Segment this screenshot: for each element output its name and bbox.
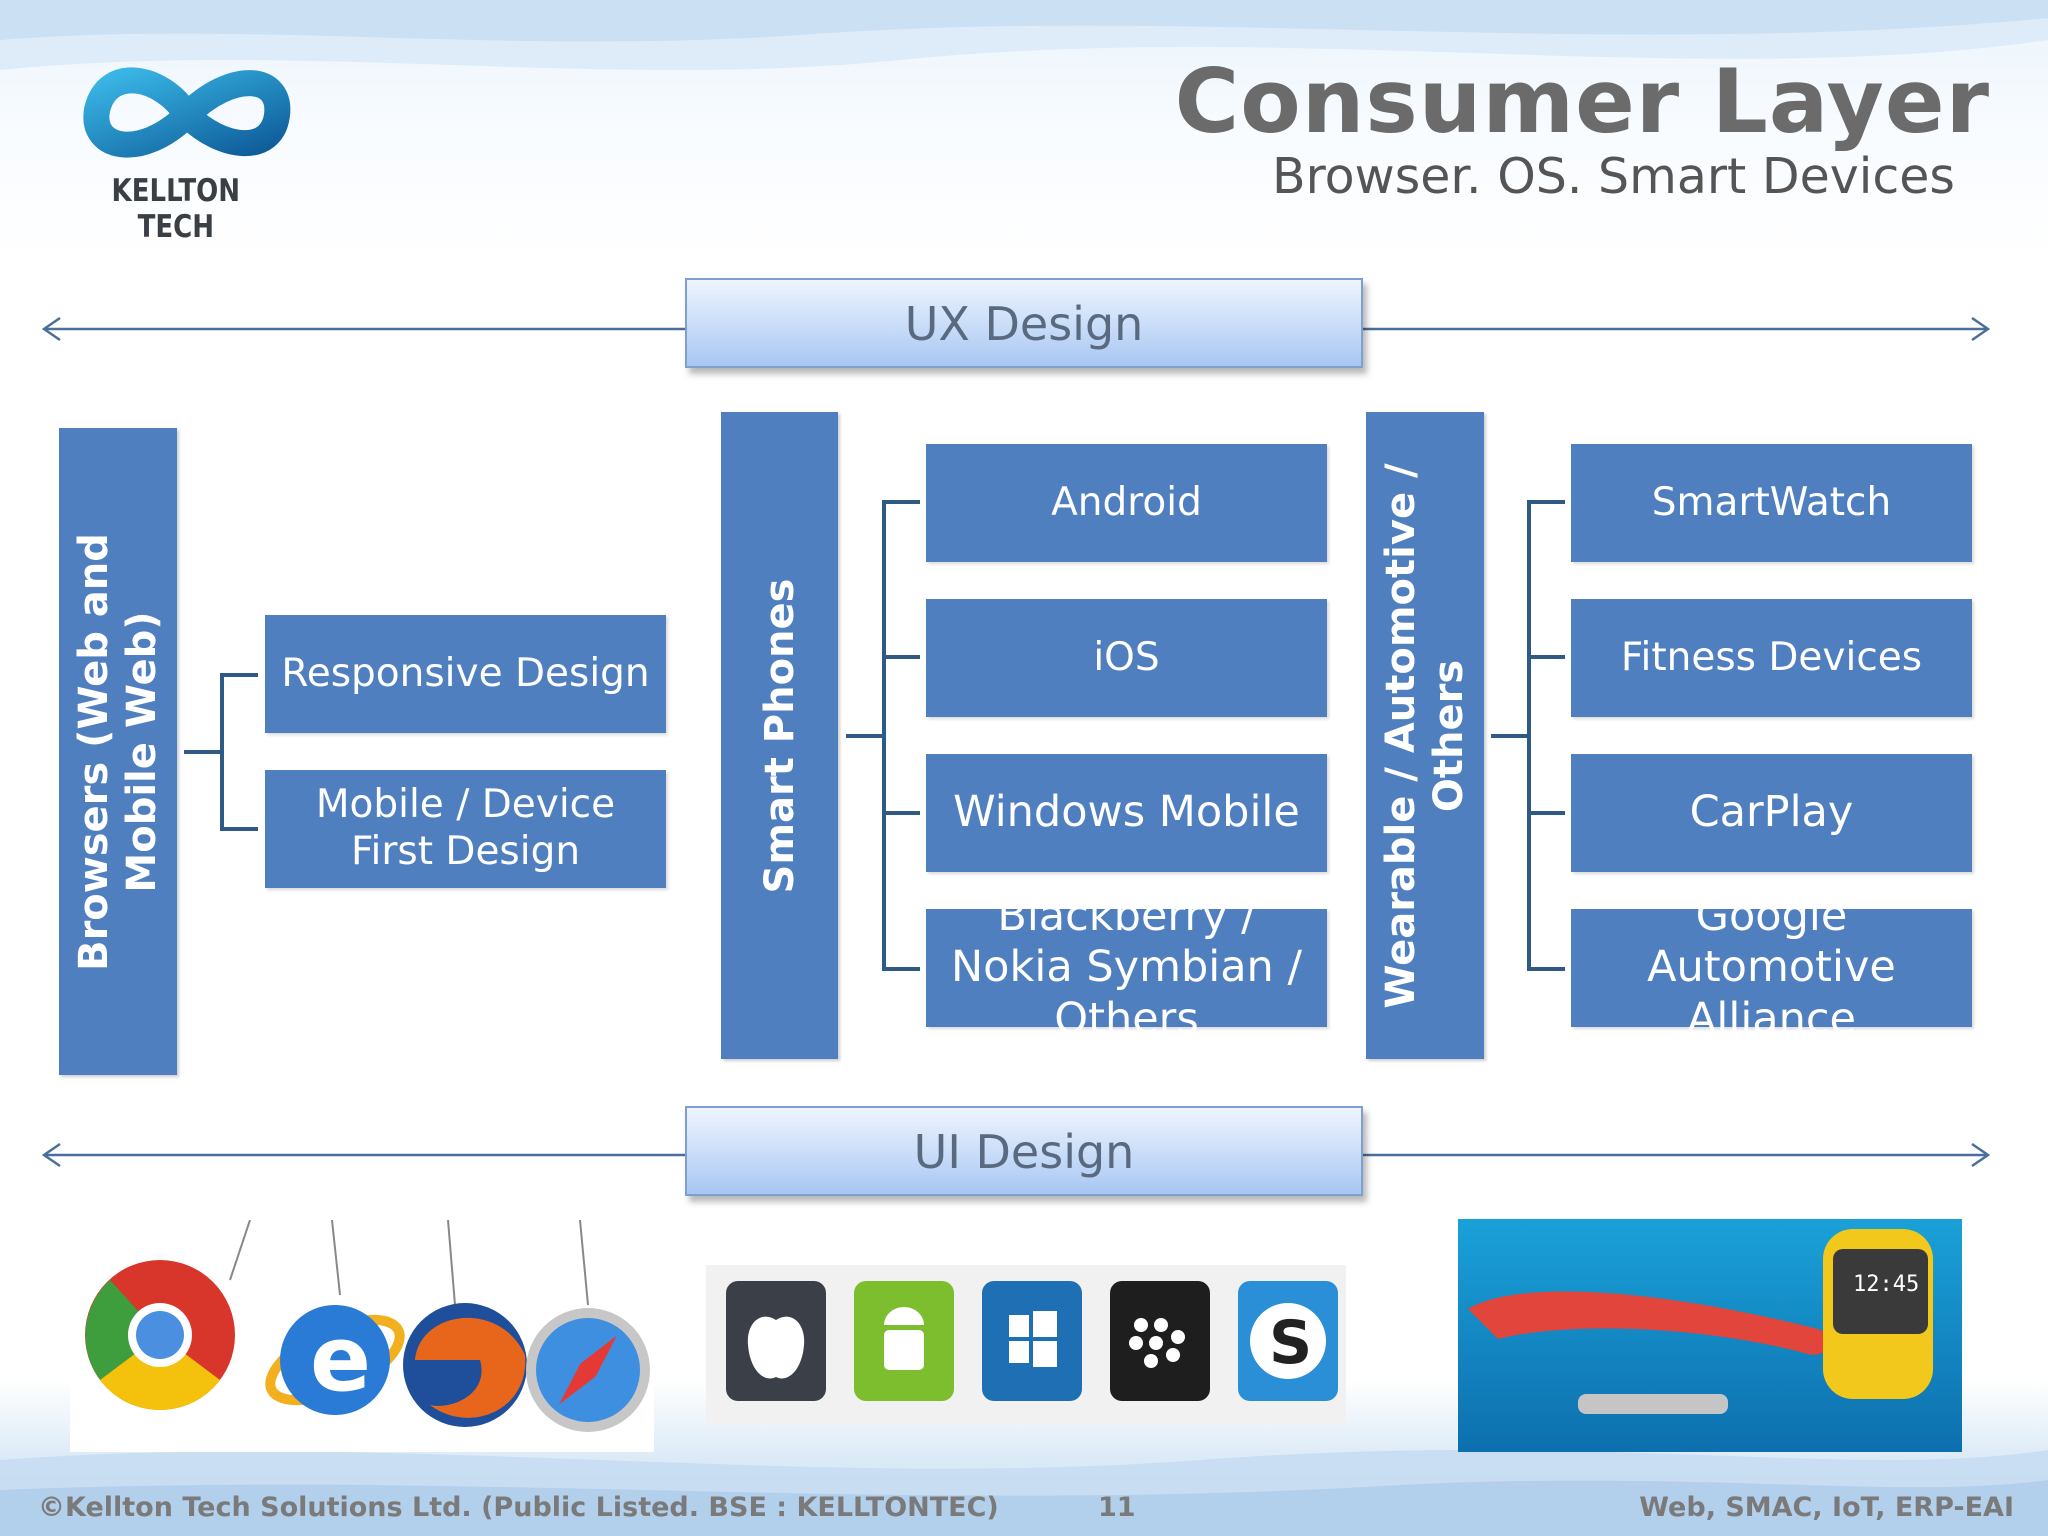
- ios-box: iOS: [926, 599, 1327, 717]
- browser-icons-image: e: [70, 1220, 654, 1452]
- smart-glasses-icon: [1468, 1291, 1829, 1414]
- phones-connector-branch: [882, 811, 920, 815]
- ux-design-banner: UX Design: [685, 278, 1363, 368]
- wearables-connector-branch: [1527, 967, 1565, 971]
- ux-arrow-right-head: [1971, 316, 1991, 342]
- page-number: 11: [1098, 1492, 1136, 1523]
- windows-mobile-box: Windows Mobile: [926, 754, 1327, 872]
- infinity-logo-icon: [83, 67, 291, 158]
- ux-arrow-left-head: [41, 316, 61, 342]
- smart-devices-image: 12:45: [1458, 1219, 1962, 1452]
- wearables-connector-spine: [1527, 500, 1531, 971]
- chrome-icon: [85, 1260, 235, 1410]
- wearables-connector-trunk: [1491, 734, 1529, 738]
- firefox-icon: [403, 1303, 527, 1427]
- wearables-connector-branch: [1527, 811, 1565, 815]
- svg-text:e: e: [310, 1307, 371, 1412]
- page-subtitle: Browser. OS. Smart Devices: [1272, 148, 1955, 205]
- footer-copyright: ©Kellton Tech Solutions Ltd. (Public Lis…: [38, 1492, 999, 1523]
- browsers-connector-branch: [220, 827, 258, 831]
- wearables-connector-branch: [1527, 655, 1565, 659]
- ui-design-banner: UI Design: [685, 1106, 1363, 1196]
- smartwatch-icon: 12:45: [1823, 1229, 1933, 1399]
- svg-text:12:45: 12:45: [1853, 1272, 1919, 1297]
- company-logo: KELLTON TECH: [70, 55, 310, 245]
- mobile-first-design-box: Mobile / Device First Design: [265, 770, 666, 888]
- carplay-box: CarPlay: [1571, 754, 1972, 872]
- svg-text:S: S: [1269, 1308, 1312, 1378]
- blackberry-nokia-box: Blackberry / Nokia Symbian / Others: [926, 891, 1327, 1044]
- mobile-os-icons-image: S: [706, 1265, 1346, 1425]
- smart-phones-header: Smart Phones: [721, 412, 838, 1059]
- wearables-header: Wearable / Automotive / Others: [1366, 412, 1484, 1059]
- phones-connector-spine: [882, 500, 886, 971]
- google-automotive-box: Google Automotive Alliance: [1571, 891, 1972, 1044]
- windows-icon: [982, 1281, 1082, 1401]
- android-box: Android: [926, 444, 1327, 562]
- phones-connector-trunk: [846, 734, 884, 738]
- browsers-header: Browsers (Web and Mobile Web): [59, 428, 177, 1075]
- phones-connector-branch: [882, 655, 920, 659]
- safari-icon: [526, 1308, 650, 1432]
- footer-tagline: Web, SMAC, IoT, ERP-EAI: [1639, 1492, 2014, 1523]
- phones-connector-branch: [882, 967, 920, 971]
- browsers-connector-spine: [220, 673, 224, 830]
- wearables-connector-branch: [1527, 500, 1565, 504]
- wearables-title: Wearable / Automotive / Others: [1378, 462, 1472, 1009]
- ui-arrow-left-head: [41, 1142, 61, 1168]
- phones-connector-branch: [882, 500, 920, 504]
- browsers-title: Browsers (Web and Mobile Web): [71, 532, 165, 971]
- browsers-connector-trunk: [184, 750, 222, 754]
- smart-phones-title: Smart Phones: [756, 578, 803, 893]
- browsers-connector-branch: [220, 673, 258, 677]
- ui-arrow-right-head: [1971, 1142, 1991, 1168]
- internet-explorer-icon: e: [265, 1305, 405, 1415]
- logo-text: KELLTON TECH: [111, 173, 241, 245]
- responsive-design-box: Responsive Design: [265, 615, 666, 733]
- smartwatch-box: SmartWatch: [1571, 444, 1972, 562]
- page-title: Consumer Layer: [1174, 50, 1990, 153]
- fitness-devices-box: Fitness Devices: [1571, 599, 1972, 717]
